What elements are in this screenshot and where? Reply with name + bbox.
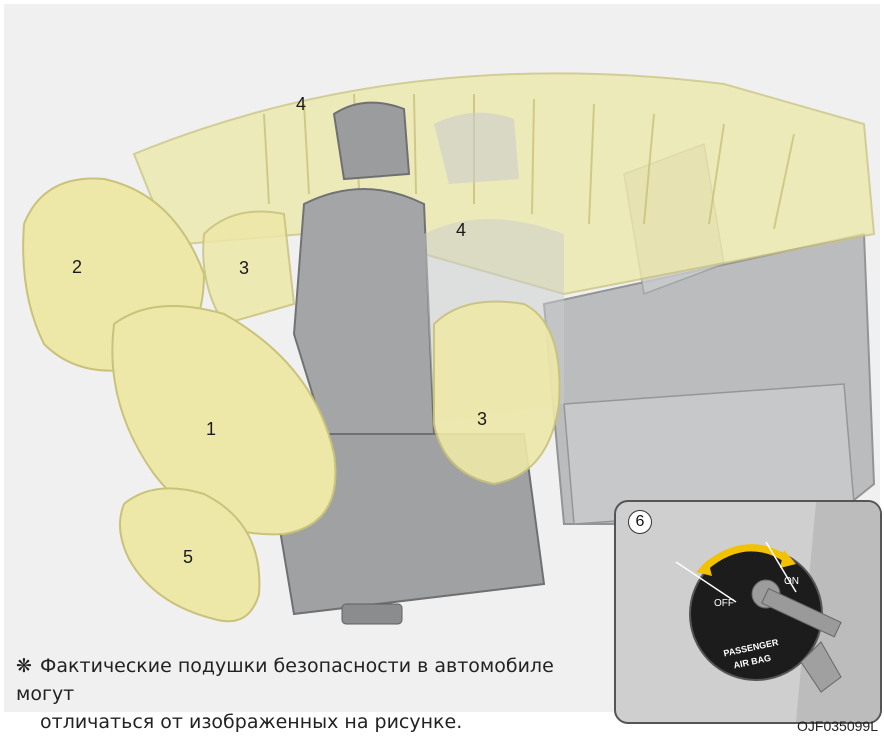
figure-code: OJF035099L — [797, 718, 878, 734]
callout-3-side-airbag: 3 — [239, 258, 249, 279]
callout-4-curtain: 4 — [296, 94, 306, 115]
note-line-1: Фактические подушки безопасности в автом… — [16, 655, 554, 705]
callout-2-passenger-airbag: 2 — [72, 257, 82, 278]
switch-off-label: OFF — [714, 598, 734, 609]
note-symbol: ❋ — [16, 652, 34, 680]
callout-5-knee-airbag: 5 — [183, 547, 193, 568]
disclaimer-note: ❋ Фактические подушки безопасности в авт… — [16, 652, 606, 736]
callout-3-side-airbag-right: 3 — [477, 409, 487, 430]
callout-1-driver-airbag: 1 — [206, 419, 216, 440]
callout-6-switch: 6 — [628, 510, 652, 534]
callout-4-curtain-rear: 4 — [456, 220, 466, 241]
airbag-switch-inset: 6 OFF ON PASSENGER AIR BAG — [614, 500, 882, 724]
note-line-2: отличаться от изображенных на рисунке. — [16, 708, 606, 736]
switch-on-label: ON — [784, 576, 799, 587]
side-airbag-right — [434, 302, 560, 485]
switch-drawing: OFF ON PASSENGER AIR BAG — [616, 502, 880, 722]
